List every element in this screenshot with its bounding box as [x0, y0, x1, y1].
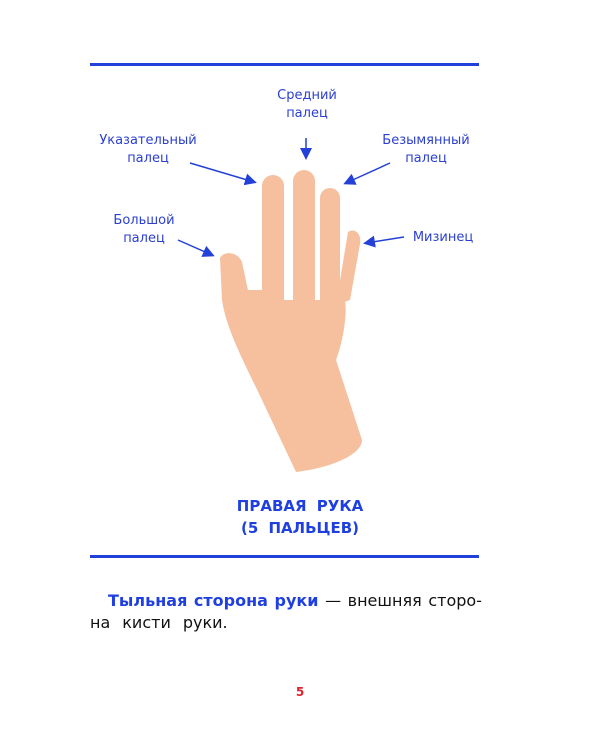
em-dash: —	[325, 591, 342, 610]
label-middle-finger: Средний палец	[272, 87, 342, 123]
label-middle-line1: Средний	[277, 88, 337, 103]
hand-shape	[220, 170, 362, 472]
term-word: сторона	[193, 591, 268, 610]
top-divider	[90, 63, 479, 66]
arrow-thumb	[177, 239, 215, 257]
term-word: Тыльная	[108, 591, 188, 610]
caption-subtitle: (5 ПАЛЬЦЕВ)	[240, 519, 360, 537]
label-thumb: Большой палец	[108, 212, 180, 248]
label-index-finger: Указательный палец	[96, 132, 200, 168]
term-word: руки	[274, 591, 319, 610]
label-index-line2: палец	[127, 151, 169, 166]
label-index-line1: Указательный	[99, 133, 197, 148]
caption-title: ПРАВАЯ РУКА	[236, 497, 364, 515]
arrow-index	[189, 162, 257, 186]
label-thumb-line1: Большой	[113, 213, 175, 228]
definition-word: внешняя	[347, 591, 422, 610]
label-ring-finger: Безымянный палец	[376, 132, 476, 168]
definition-word: сторо-	[428, 591, 482, 610]
page-number: 5	[295, 685, 305, 699]
definition-word: на	[90, 613, 111, 632]
label-ring-line2: палец	[405, 151, 447, 166]
label-middle-line2: палец	[286, 106, 328, 121]
label-thumb-line2: палец	[123, 231, 165, 246]
definition-word: кисти	[122, 613, 171, 632]
bottom-divider	[90, 555, 479, 558]
definition-line-1: Тыльная сторона руки — внешняя сторо-	[90, 590, 482, 612]
definition-paragraph: Тыльная сторона руки — внешняя сторо- на…	[90, 590, 482, 634]
arrow-pinky	[363, 235, 405, 248]
label-pinky: Мизинец	[408, 229, 478, 247]
arrow-ring	[343, 162, 391, 185]
label-ring-line1: Безымянный	[382, 133, 470, 148]
definition-line-2: на кисти руки.	[90, 612, 482, 634]
definition-word: руки.	[182, 613, 228, 632]
label-pinky-line1: Мизинец	[412, 230, 474, 245]
